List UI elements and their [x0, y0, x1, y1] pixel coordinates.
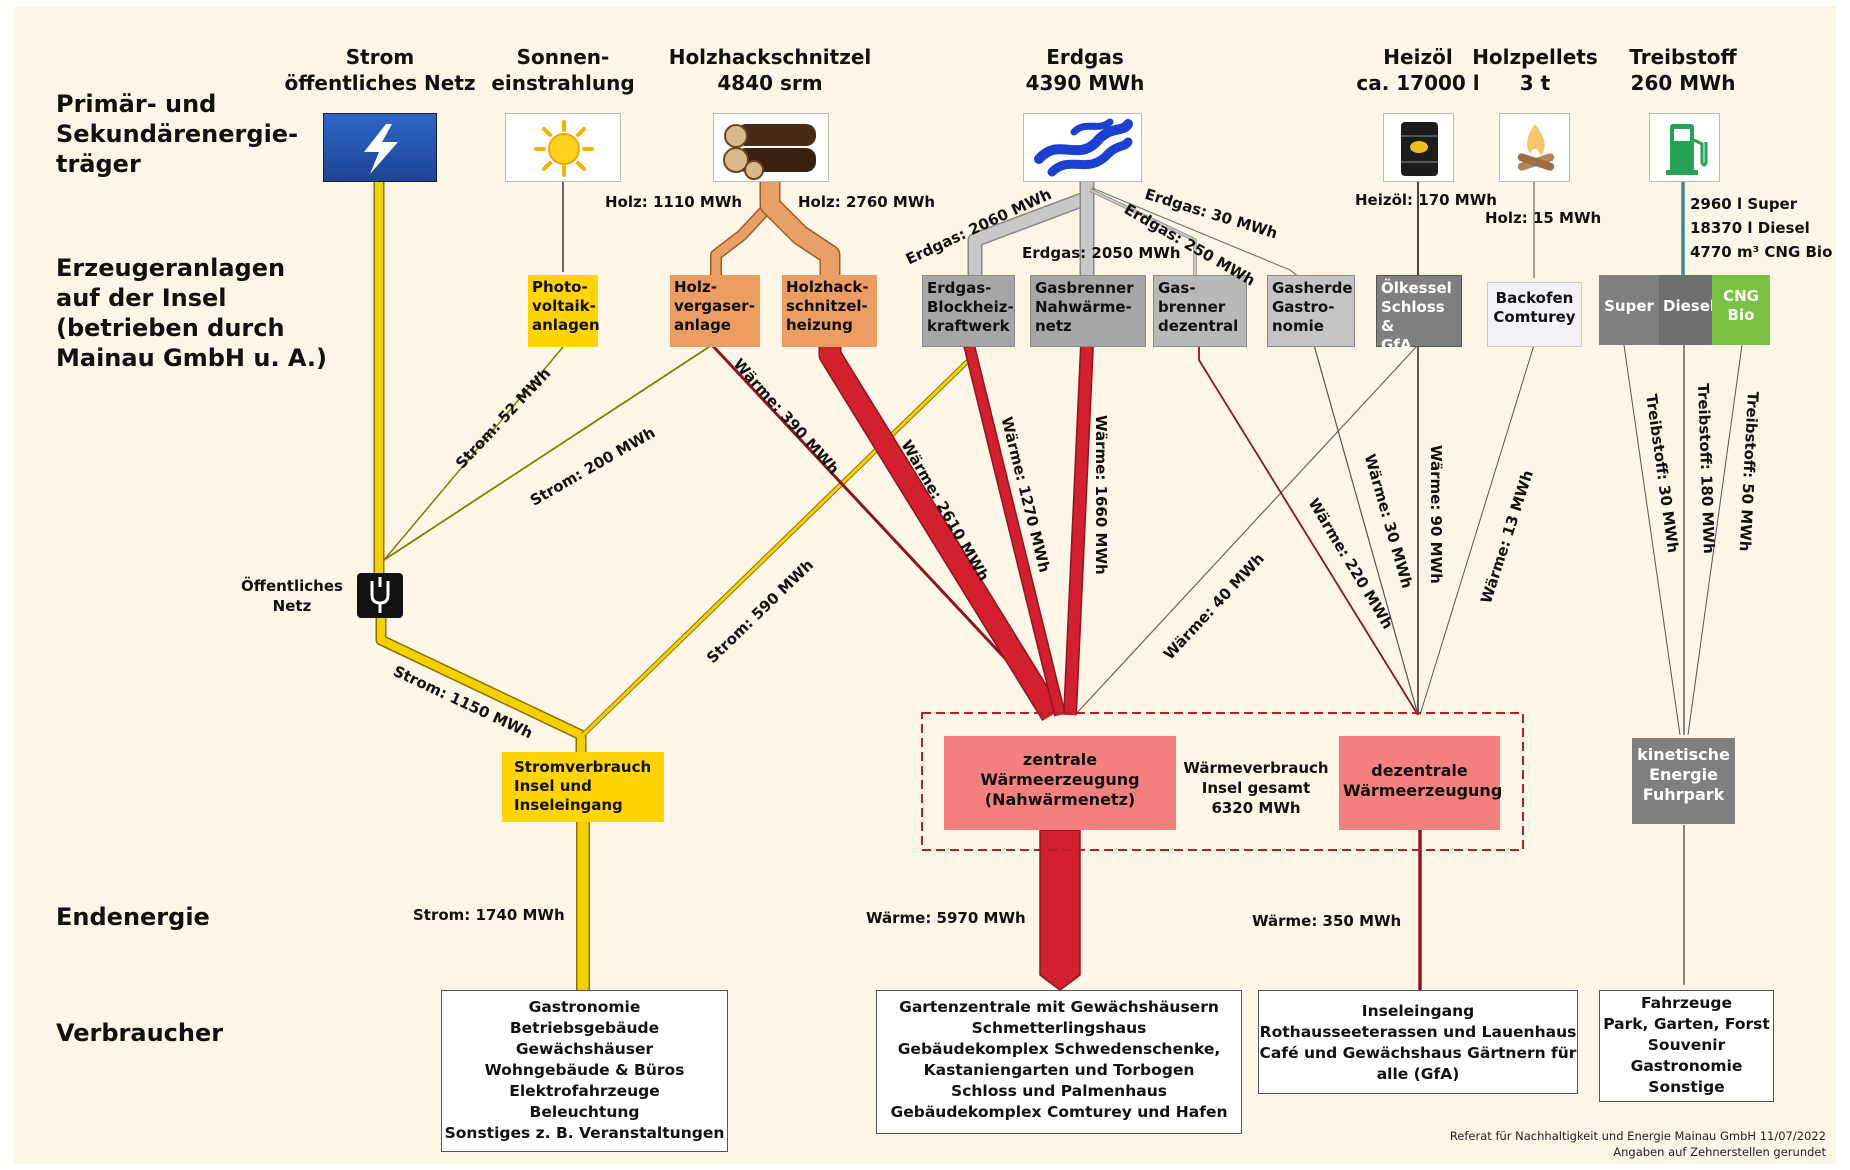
footer-note: Referat für Nachhaltigkeit und Energie M… — [1449, 1129, 1826, 1159]
flow-label-waerme-5970: Wärme: 5970 MWh — [866, 909, 1026, 927]
source-sonne-heading: Sonnen- einstrahlung — [491, 45, 635, 95]
flow-label-erdgas-2050: Erdgas: 2050 MWh — [1022, 244, 1181, 262]
producer-cng: CNG Bio — [1712, 275, 1770, 345]
flow-holzvergaser-netz — [383, 344, 713, 561]
oil-barrel-icon — [1383, 113, 1454, 182]
row-label-consumers: Verbraucher — [56, 1019, 224, 1047]
consumer-strom: Gastronomie Betriebsgebäude Gewächshäuse… — [441, 990, 728, 1152]
flow-label-holz-15: Holz: 15 MWh — [1485, 209, 1602, 227]
flow-label-waerme-350: Wärme: 350 MWh — [1252, 912, 1402, 930]
hub-netz-label: Öffentliches Netz — [241, 577, 343, 615]
producer-holzvergaser: Holz- vergaser- anlage — [670, 275, 760, 347]
sun-icon — [505, 113, 621, 182]
flow-waerme-40 — [1074, 344, 1419, 716]
logs-icon — [713, 113, 829, 182]
flow-waerme-13 — [1419, 344, 1535, 716]
power-plug-icon — [357, 573, 403, 618]
lightning-icon — [323, 113, 437, 182]
producer-gasbrenner-nw: Gasbrenner Nahwärme- netz — [1030, 275, 1146, 347]
flow-waerme-5970 — [1039, 829, 1081, 991]
consumer-fahrzeuge: Fahrzeuge Park, Garten, Forst Souvenir G… — [1599, 990, 1774, 1102]
producer-super: Super — [1599, 275, 1659, 345]
fuel-pump-icon — [1649, 113, 1720, 182]
hub-zentrale: zentrale Wärmeerzeugung (Nahwärmenetz) — [944, 736, 1176, 830]
source-holz-heading: Holzhackschnitzel 4840 srm — [668, 45, 872, 95]
producer-hackschnitzel: Holzhack- schnitzel- heizung — [782, 275, 877, 347]
flow-pv-netz — [383, 346, 564, 561]
hub-stromverbrauch: Stromverbrauch Insel und Inseleingang — [502, 752, 664, 822]
diagram-background — [14, 6, 1836, 1164]
source-treibstoff-heading: Treibstoff 260 MWh — [1629, 45, 1737, 95]
source-heizoel-heading: Heizöl ca. 17000 l — [1356, 45, 1480, 95]
source-erdgas-heading: Erdgas 4390 MWh — [1025, 45, 1145, 95]
consumer-dezentral: Inseleingang Rothausseeterassen und Laue… — [1258, 990, 1578, 1094]
row-label-producers: Erzeugeranlagen auf der Insel (betrieben… — [56, 254, 328, 372]
campfire-icon — [1499, 113, 1570, 182]
producer-backofen: Backofen Comturey — [1487, 282, 1582, 347]
hub-dezentrale: dezentrale Wärmeerzeugung — [1339, 736, 1502, 830]
consumer-zentral: Gartenzentrale mit Gewächshäusern Schmet… — [876, 990, 1242, 1134]
producer-pv: Photo- voltaik- anlagen — [528, 275, 600, 347]
hub-waerme-gesamt: Wärmeverbrauch Insel gesamt 6320 MWh — [1183, 759, 1329, 817]
flow-waerme-220 — [1198, 345, 1419, 716]
source-pellets-heading: Holzpellets 3 t — [1472, 45, 1598, 95]
producer-oelkessel: Ölkessel Schloss & GfA — [1376, 275, 1462, 354]
flow-treib-50 — [1687, 344, 1743, 736]
flow-waerme-390 — [710, 343, 1060, 717]
producer-gasherde: Gasherde Gastro- nomie — [1267, 275, 1355, 347]
source-strom-heading: Strom öffentliches Netz — [284, 45, 476, 95]
heat-consumption-frame — [921, 712, 1524, 851]
flow-label-holz-2760: Holz: 2760 MWh — [798, 193, 936, 211]
flow-label-waerme-90: Wärme: 90 MWh — [1427, 445, 1445, 584]
producer-diesel: Diesel — [1659, 275, 1715, 345]
flow-label-waerme-1660: Wärme: 1660 MWh — [1092, 415, 1110, 575]
flow-label-heizoel-170: Heizöl: 170 MWh — [1355, 191, 1497, 209]
gas-flame-icon — [1023, 113, 1142, 182]
hub-kinetisch: kinetische Energie Fuhrpark — [1632, 738, 1735, 824]
row-label-final-energy: Endenergie — [56, 903, 210, 931]
producer-gasbrenner-dez: Gas- brenner dezentral — [1153, 275, 1247, 347]
producer-bhkw: Erdgas- Blockheiz- kraftwerk — [922, 275, 1015, 347]
flow-label-holz-1110: Holz: 1110 MWh — [605, 193, 743, 211]
row-label-primary: Primär- und Sekundärenergie- träger — [56, 90, 299, 178]
flow-waerme-30 — [1313, 344, 1419, 716]
flow-label-strom-1740: Strom: 1740 MWh — [413, 906, 565, 924]
flow-treib-30 — [1623, 344, 1681, 736]
treibstoff-detail: 2960 l Super 18370 l Diesel 4770 m³ CNG … — [1690, 195, 1833, 261]
